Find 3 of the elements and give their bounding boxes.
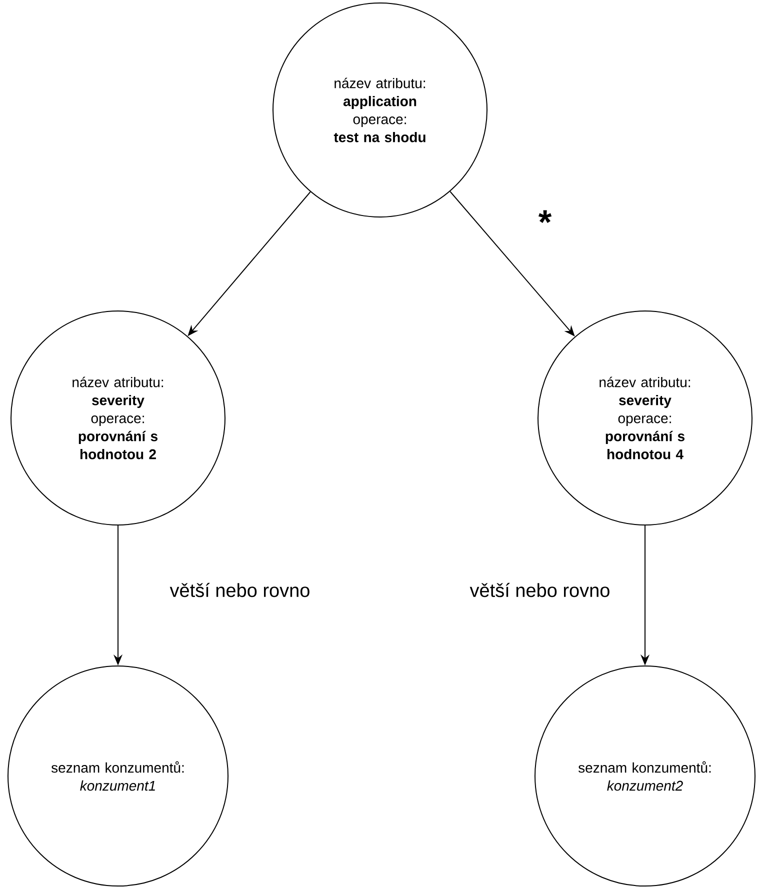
edge-label: větší nebo rovno <box>170 582 310 598</box>
edge-label: * <box>538 210 552 223</box>
edge-label: větší nebo rovno <box>470 582 610 598</box>
